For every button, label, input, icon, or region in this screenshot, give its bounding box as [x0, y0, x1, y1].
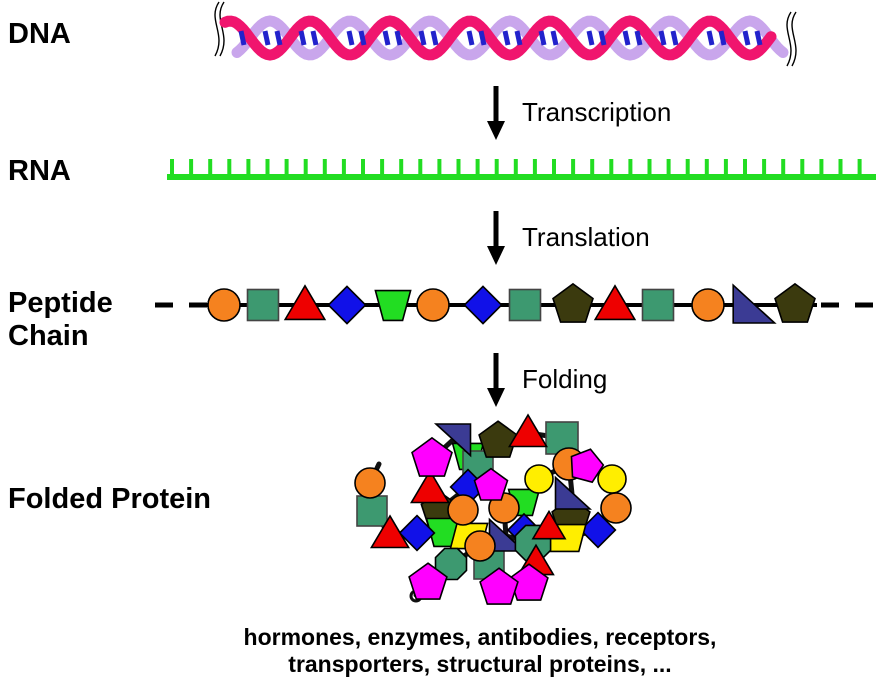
down-arrow-icon	[487, 353, 505, 407]
label-peptide-line2: Chain	[8, 320, 89, 352]
rna-strand-graphic	[167, 159, 876, 180]
caption-line1: hormones, enzymes, antibodies, receptors…	[243, 624, 717, 650]
step-translation: Translation	[479, 208, 650, 266]
label-dna: DNA	[8, 18, 71, 50]
label-rna: RNA	[8, 155, 71, 187]
caption-line2: transporters, structural proteins, ...	[288, 651, 672, 677]
step-transcription: Transcription	[479, 83, 671, 141]
transcription-label: Transcription	[522, 96, 672, 127]
label-peptide-line1: Peptide	[8, 287, 113, 319]
protein-functions-caption: hormones, enzymes, antibodies, receptors…	[85, 624, 875, 678]
peptide-chain-graphic	[155, 282, 873, 325]
down-arrow-icon	[487, 211, 505, 265]
label-folded-protein: Folded Protein	[8, 483, 211, 515]
translation-label: Translation	[522, 221, 650, 252]
step-folding: Folding	[479, 350, 607, 408]
dna-double-helix-graphic	[214, 1, 797, 67]
folded-protein-graphic	[354, 413, 632, 605]
down-arrow-icon	[487, 86, 505, 140]
folding-label: Folding	[522, 363, 608, 394]
label-peptide-chain: Peptide Chain	[8, 287, 113, 353]
